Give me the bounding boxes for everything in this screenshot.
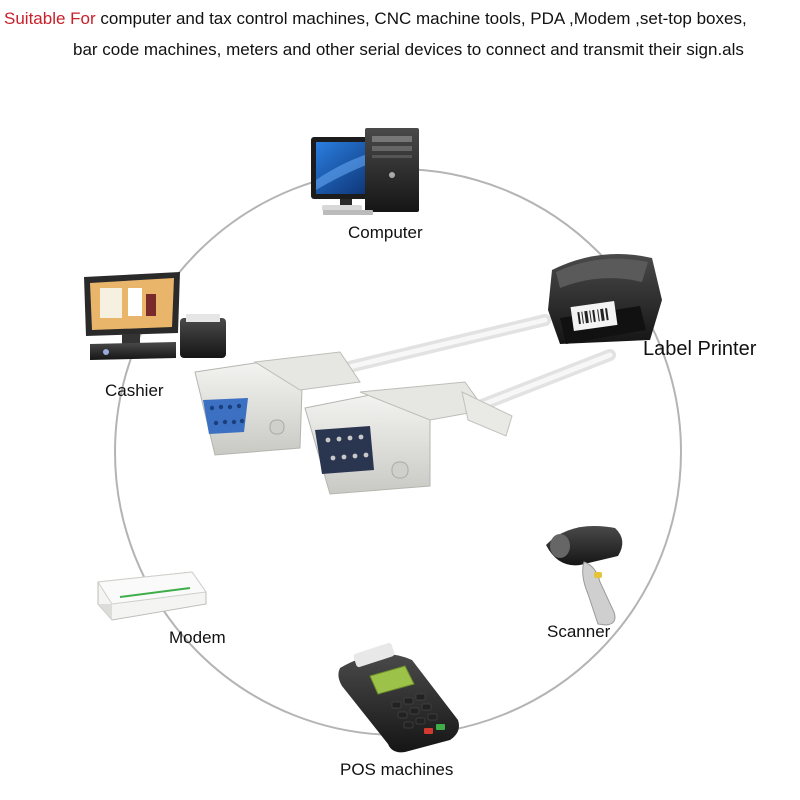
description-text-1: computer and tax control machines, CNC m… <box>95 9 747 28</box>
description-header: Suitable For computer and tax control ma… <box>0 0 800 80</box>
label-printer-icon <box>548 254 662 344</box>
scanner-label: Scanner <box>547 622 611 641</box>
cash-register-icon <box>84 272 226 360</box>
pos-terminal-icon <box>338 642 459 753</box>
desktop-computer-icon <box>311 128 419 215</box>
description-line-1: Suitable For computer and tax control ma… <box>4 9 747 29</box>
label-printer-label: Label Printer <box>643 338 757 360</box>
cashier-label: Cashier <box>105 381 164 400</box>
pos-machines-label: POS machines <box>340 760 454 779</box>
modem-icon <box>97 571 207 621</box>
computer-label: Computer <box>348 223 423 242</box>
modem-label: Modem <box>169 628 226 647</box>
suitable-for-label: Suitable For <box>4 9 96 28</box>
serial-db9-cable-icon <box>194 314 616 495</box>
barcode-scanner-icon <box>546 526 623 626</box>
description-line-2: bar code machines, meters and other seri… <box>73 40 744 59</box>
